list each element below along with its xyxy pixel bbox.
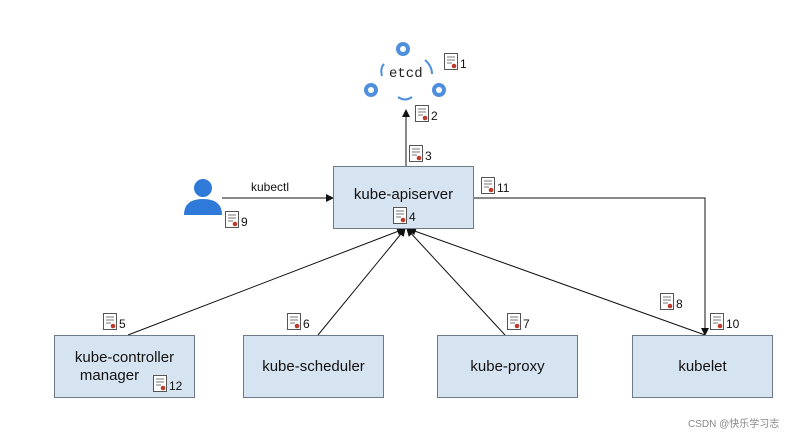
doc-number-4: 4 — [409, 210, 416, 224]
edge-apiserver-kubelet — [474, 197, 709, 336]
kube-scheduler-label: kube-scheduler — [262, 357, 365, 375]
doc-number-9: 9 — [241, 215, 248, 229]
kube-apiserver-label: kube-apiserver — [353, 185, 454, 203]
document-icon-5 — [103, 313, 117, 330]
kube-controller-manager-box[interactable]: kube-controller manager — [54, 335, 195, 398]
document-icon-12 — [153, 375, 167, 392]
doc-number-1: 1 — [460, 57, 467, 71]
doc-number-6: 6 — [303, 317, 310, 331]
doc-number-12: 12 — [169, 379, 183, 393]
document-icon-9 — [225, 211, 239, 228]
document-icon-7 — [507, 313, 521, 330]
etcd-label: etcd — [389, 66, 423, 82]
user-icon — [184, 179, 222, 215]
kubectl-label: kubectl — [251, 180, 290, 194]
edge-proxy-apiserver — [406, 228, 506, 336]
doc-number-10: 10 — [726, 317, 740, 331]
kubelet-label: kubelet — [678, 357, 727, 375]
document-icon-10 — [710, 313, 724, 330]
doc-number-11: 11 — [497, 181, 510, 195]
edge-controller-apiserver — [127, 227, 405, 336]
document-icon-2 — [415, 105, 429, 122]
doc-number-5: 5 — [119, 317, 126, 331]
doc-number-7: 7 — [523, 317, 530, 331]
document-icon-4 — [393, 207, 407, 224]
kube-controller-label-line1: kube-controller — [74, 348, 175, 366]
doc-number-3: 3 — [425, 149, 432, 163]
kube-proxy-box[interactable]: kube-proxy — [437, 335, 578, 398]
kube-scheduler-box[interactable]: kube-scheduler — [243, 335, 384, 398]
watermark: CSDN @快乐学习志 — [688, 419, 780, 430]
doc-number-2: 2 — [431, 109, 438, 123]
document-icon-11 — [481, 177, 495, 194]
document-icon-3 — [409, 145, 423, 162]
etcd-cluster-icon — [364, 42, 446, 101]
kube-proxy-label: kube-proxy — [470, 357, 545, 375]
kubelet-box[interactable]: kubelet — [632, 335, 773, 398]
document-icon-8 — [660, 293, 674, 310]
document-icon-1 — [444, 53, 458, 70]
edge-scheduler-apiserver — [317, 228, 406, 336]
edge-kubelet-apiserver — [408, 227, 706, 336]
doc-number-8: 8 — [676, 297, 683, 311]
document-icon-6 — [287, 313, 301, 330]
kube-controller-label-line2: manager — [79, 366, 140, 384]
